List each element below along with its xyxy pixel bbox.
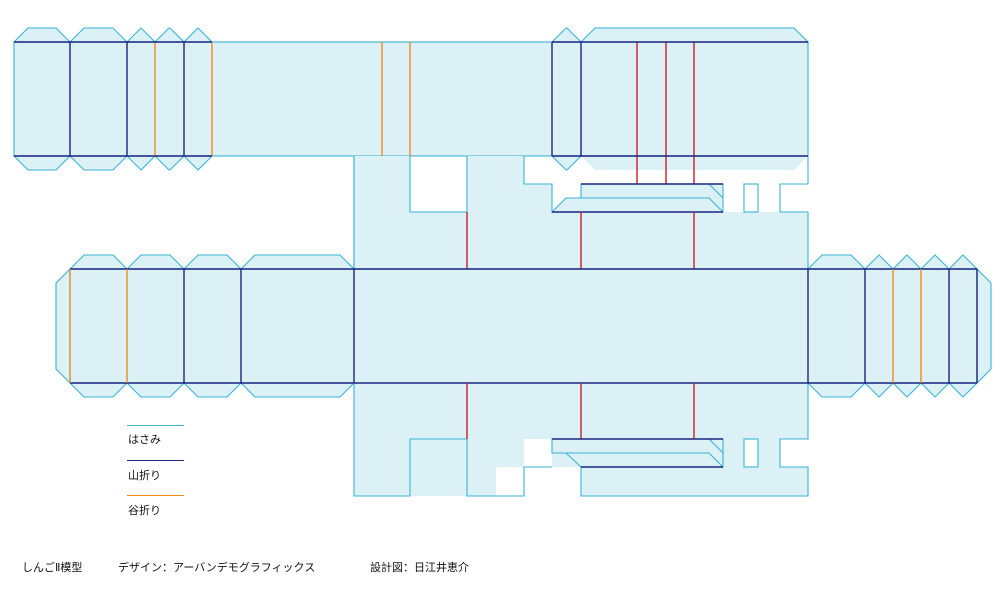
lower-bottom-tab-1 bbox=[125, 382, 186, 398]
middle-chassis-cuts bbox=[353, 156, 809, 269]
top-glue-tab-5 bbox=[550, 27, 583, 43]
top-glue-tab-3 bbox=[153, 27, 186, 43]
lower-top-tab-1 bbox=[125, 254, 186, 270]
top-lower-glue-tab-5 bbox=[550, 155, 583, 171]
lower-bottom-tab-8 bbox=[947, 382, 979, 398]
top-lower-glue-tab-0 bbox=[12, 155, 72, 171]
upper-body-strip bbox=[13, 41, 809, 157]
legend-valley-swatch bbox=[127, 495, 184, 496]
lower-top-tab-6 bbox=[891, 254, 923, 270]
lower-bottom-tab-6 bbox=[891, 382, 923, 398]
lower-top-tab-4 bbox=[806, 254, 867, 270]
lower-top-tab-3 bbox=[239, 254, 356, 270]
legend-mountain-label: 山折り bbox=[128, 469, 161, 482]
top-glue-tab-4 bbox=[182, 27, 214, 43]
lower-window-cutout bbox=[743, 438, 759, 468]
lower-top-tab-8 bbox=[947, 254, 979, 270]
lower-top-tab-7 bbox=[919, 254, 951, 270]
right-end-cap bbox=[976, 267, 992, 385]
lower-bottom-tab-5 bbox=[863, 382, 895, 398]
lower-bottom-tab-0 bbox=[68, 382, 129, 398]
lower-body-strip bbox=[69, 268, 978, 384]
upper-window-cutout bbox=[743, 183, 759, 213]
design-credit: デザイン：アーバンデモグラフィックス bbox=[118, 561, 316, 574]
legend-cut-label: はさみ bbox=[128, 433, 161, 446]
lower-top-tab-0 bbox=[68, 254, 129, 270]
top-lower-glue-tab-1 bbox=[68, 155, 129, 171]
top-glue-tab-1 bbox=[68, 27, 129, 43]
top-lower-glue-tab-2 bbox=[125, 155, 157, 171]
lower-bottom-tab-4 bbox=[806, 382, 867, 398]
lower-top-tab-2 bbox=[182, 254, 243, 270]
top-glue-tab-6 bbox=[579, 27, 810, 43]
blueprint-credit: 設計図：日江井恵介 bbox=[370, 561, 469, 574]
lower-bottom-tab-3 bbox=[239, 382, 356, 398]
legend-valley-label: 谷折り bbox=[128, 504, 161, 517]
legend-cut-swatch bbox=[127, 425, 184, 426]
lower-bottom-tab-7 bbox=[919, 382, 951, 398]
top-glue-tab-0 bbox=[12, 27, 72, 43]
lower-bottom-tab-2 bbox=[182, 382, 243, 398]
fold-lines bbox=[14, 41, 978, 468]
left-end-cap bbox=[55, 267, 71, 385]
legend-mountain-swatch bbox=[127, 460, 184, 461]
top-glue-tab-2 bbox=[125, 27, 157, 43]
top-lower-glue-tab-4 bbox=[182, 155, 214, 171]
model-title: しんごⅡ模型 bbox=[22, 561, 83, 574]
lower-top-tab-5 bbox=[863, 254, 895, 270]
top-lower-glue-tab-3 bbox=[153, 155, 186, 171]
